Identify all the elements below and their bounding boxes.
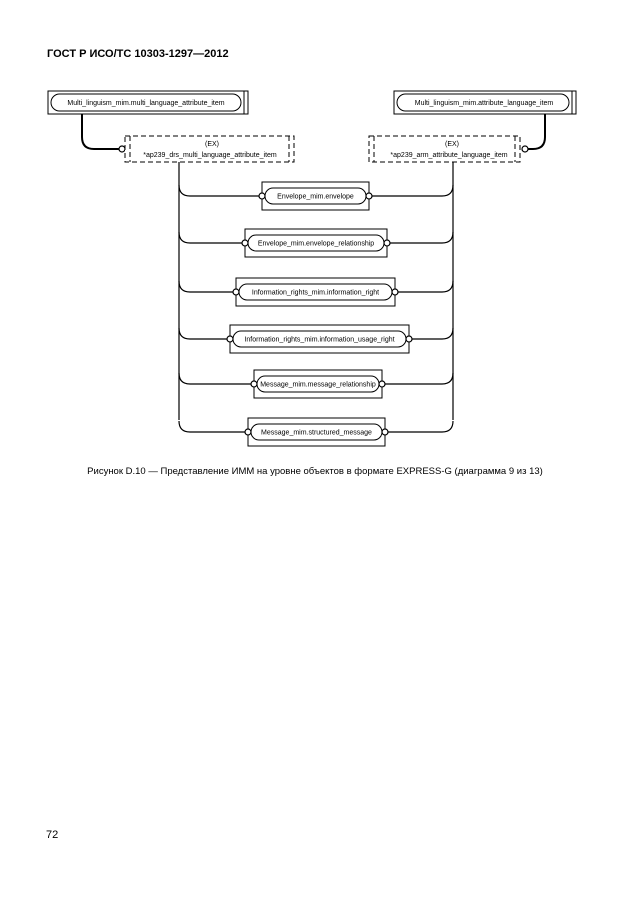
branch-line-right xyxy=(395,280,454,293)
entity-box: Message_mim.message_relationship xyxy=(178,369,454,399)
entity-box: Information_rights_mim.information_right xyxy=(178,277,454,307)
entity-box: Envelope_mim.envelope_relationship xyxy=(178,228,454,258)
entity-box-attribute-language-item: Multi_linguism_mim.attribute_language_it… xyxy=(393,90,577,115)
select-type-tag: (EX) xyxy=(205,141,219,148)
entity-label: Message_mim.structured_message xyxy=(261,430,372,437)
relation-end-circle xyxy=(241,239,249,247)
select-type-name: *ap239_drs_multi_language_attribute_item xyxy=(143,152,277,159)
entity-label: Envelope_mim.envelope_relationship xyxy=(258,241,374,248)
branch-line-left xyxy=(178,231,245,244)
select-type-tag: (EX) xyxy=(445,141,459,148)
entity-box: Message_mim.structured_message xyxy=(178,417,454,447)
entity-label: Information_rights_mim.information_right xyxy=(252,290,379,297)
entity-box: Information_rights_mim.information_usage… xyxy=(178,324,454,354)
entity-box: Envelope_mim.envelope xyxy=(178,181,454,211)
relation-end-circle xyxy=(391,288,399,296)
select-type-name: *ap239_arm_attribute_language_item xyxy=(390,152,507,159)
relation-end-circle xyxy=(381,428,389,436)
relation-end-circle xyxy=(405,335,413,343)
entity-rows: Envelope_mim.envelopeEnvelope_mim.envelo… xyxy=(178,181,454,447)
branch-line-right xyxy=(382,372,454,385)
relation-end-circle xyxy=(118,145,126,153)
branch-line-right xyxy=(409,327,454,340)
entity-label: Envelope_mim.envelope xyxy=(277,194,354,201)
figure-caption: Рисунок D.10 — Представление ИММ на уров… xyxy=(87,465,543,477)
branch-line-right xyxy=(369,184,454,197)
relation-end-circle xyxy=(365,192,373,200)
branch-line-right xyxy=(385,420,454,433)
relation-end-circle xyxy=(250,380,258,388)
branch-line-left xyxy=(178,372,254,385)
entity-label: Multi_linguism_mim.multi_language_attrib… xyxy=(67,100,224,107)
entity-label: Information_rights_mim.information_usage… xyxy=(244,337,394,344)
branch-line-left xyxy=(178,184,262,197)
entity-box-multi-language-attribute-item: Multi_linguism_mim.multi_language_attrib… xyxy=(47,90,249,115)
entity-label: Multi_linguism_mim.attribute_language_it… xyxy=(415,100,554,107)
relation-end-circle xyxy=(521,145,529,153)
branch-line-left xyxy=(178,280,236,293)
branch-line-left xyxy=(178,327,230,340)
relation-end-circle xyxy=(383,239,391,247)
page-number: 72 xyxy=(46,829,59,841)
page-header: ГОСТ Р ИСО/ТС 10303-1297—2012 xyxy=(47,48,229,60)
branch-line-left xyxy=(178,420,248,433)
entity-label: Message_mim.message_relationship xyxy=(260,382,376,389)
select-type-box-left: (EX) *ap239_drs_multi_language_attribute… xyxy=(124,135,295,163)
relation-end-circle xyxy=(226,335,234,343)
relation-line-left xyxy=(81,114,119,150)
select-type-box-right: (EX) *ap239_arm_attribute_language_item xyxy=(368,135,521,163)
relation-end-circle xyxy=(378,380,386,388)
relation-end-circle xyxy=(232,288,240,296)
relation-end-circle xyxy=(258,192,266,200)
relation-line-right xyxy=(528,114,546,150)
branch-line-right xyxy=(387,231,454,244)
relation-end-circle xyxy=(244,428,252,436)
